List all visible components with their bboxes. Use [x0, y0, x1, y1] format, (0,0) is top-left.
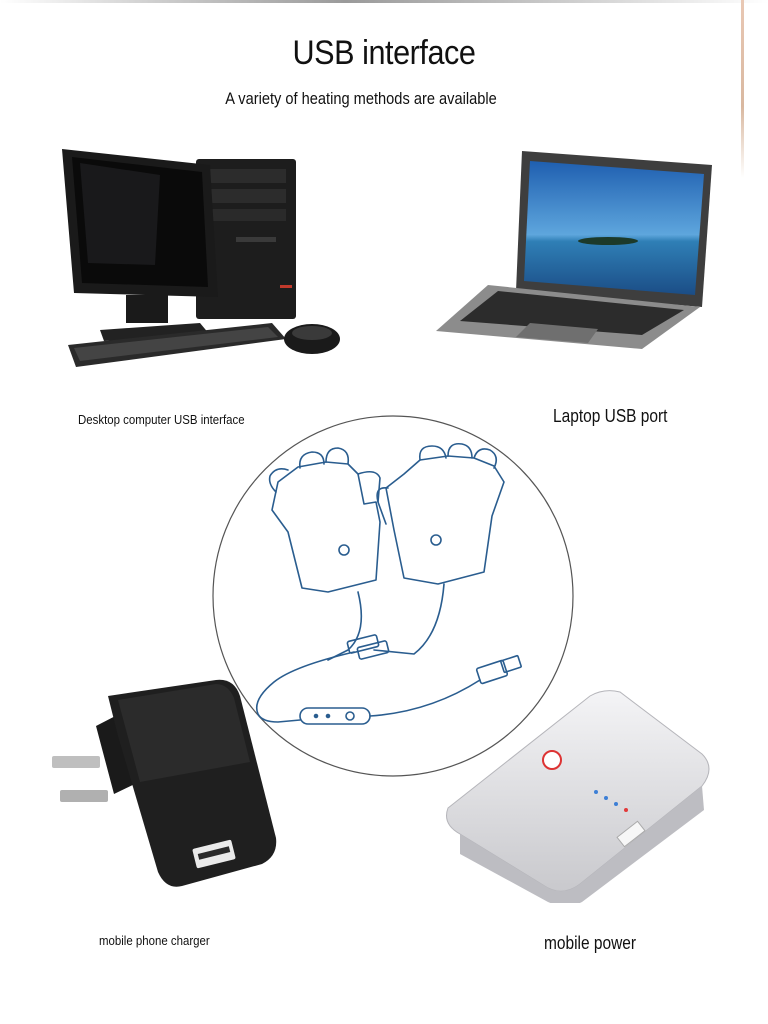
top-border — [0, 0, 768, 3]
indicator-led — [604, 796, 608, 800]
inline-switch — [299, 707, 371, 725]
heated-gloves-icon — [212, 415, 574, 777]
page-subtitle: A variety of heating methods are availab… — [225, 89, 497, 108]
laptop-icon — [436, 151, 712, 349]
side-accent — [741, 0, 744, 178]
right-glove — [376, 442, 505, 585]
laptop-screen — [524, 161, 704, 295]
indicator-led — [594, 790, 598, 794]
laptop-label: Laptop USB port — [553, 406, 668, 426]
indicator-led — [624, 808, 628, 812]
desktop-computer-icon — [62, 149, 340, 367]
glove-circle-outline — [212, 415, 574, 777]
charger-prong-top — [52, 756, 100, 768]
power-button-icon — [542, 750, 562, 770]
charger-label: mobile phone charger — [99, 933, 210, 948]
left-glove — [268, 447, 381, 593]
power-label: mobile power — [544, 933, 637, 953]
usb-plug — [475, 659, 509, 685]
charger-prong-bottom — [60, 790, 108, 802]
left-glove-cable — [327, 591, 363, 661]
page-title: USB interface — [292, 34, 476, 72]
usb-charger-icon — [52, 679, 277, 887]
power-bank-icon — [446, 690, 710, 903]
indicator-led — [614, 802, 618, 806]
desktop-label: Desktop computer USB interface — [78, 412, 245, 427]
power-bank-usb-port — [616, 820, 646, 848]
right-glove-cable — [373, 583, 445, 655]
